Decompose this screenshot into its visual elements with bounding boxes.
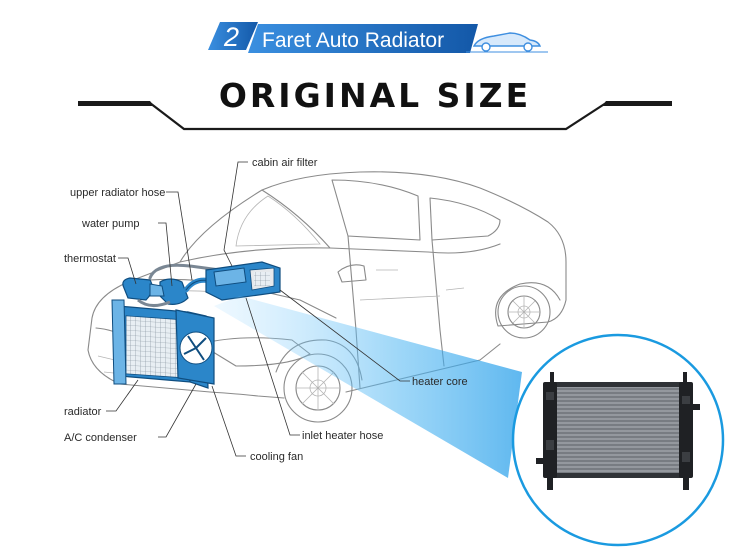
heading-text: ORIGINAL SIZE	[219, 76, 531, 115]
label-inlet-heater-hose: inlet heater hose	[302, 430, 383, 442]
heading-right-tab	[602, 101, 672, 106]
sports-car-icon	[466, 33, 548, 52]
engine-block-parts	[123, 278, 188, 304]
banner-title: Faret Auto Radiator	[262, 29, 444, 52]
label-cooling-fan: cooling fan	[250, 451, 303, 463]
label-upper-radiator-hose: upper radiator hose	[70, 187, 165, 199]
heater-core-component	[206, 262, 280, 300]
label-heater-core: heater core	[412, 376, 468, 388]
radiator-product-photo	[536, 372, 700, 490]
label-radiator: radiator	[64, 406, 102, 418]
water-pump-component	[160, 279, 188, 304]
title-banner: 2 Faret Auto Radiator	[208, 22, 548, 53]
label-ac-condenser: A/C condenser	[64, 432, 137, 444]
label-water-pump: water pump	[81, 218, 139, 230]
radiator-inset	[513, 335, 723, 545]
heading-left-tab	[78, 101, 154, 106]
label-cabin-air-filter: cabin air filter	[252, 157, 318, 169]
label-thermostat: thermostat	[64, 253, 116, 265]
section-heading: ORIGINAL SIZE	[78, 76, 672, 129]
cooling-fan-component	[176, 310, 214, 384]
thermostat-component	[123, 278, 152, 300]
banner-number: 2	[223, 22, 239, 52]
